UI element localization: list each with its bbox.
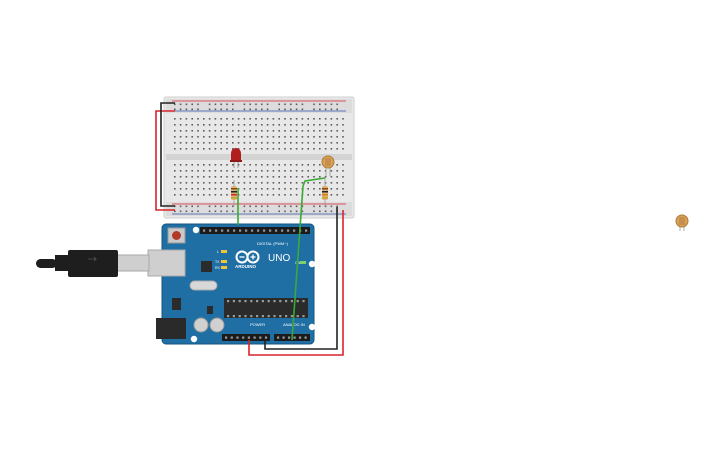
wire-red-5v[interactable] [248,210,344,356]
breadboard-holes [174,103,344,213]
arduino-logo-text: ARDUINO [235,264,256,269]
wire-green-analog[interactable] [291,177,326,341]
wire-black-gnd[interactable] [264,207,338,350]
atmega-chip [224,298,308,318]
usb-chip [201,261,212,272]
resistor-led[interactable] [231,180,237,206]
power-header [222,334,270,341]
digital-pins-label: DIGITAL (PWM~) [257,241,289,246]
led-l-label: L [217,250,219,254]
crystal-oscillator [189,280,218,291]
power-pins-label: POWER [250,322,265,327]
resistor-photoresistor[interactable] [322,178,328,206]
photoresistor-breadboard[interactable] [321,155,335,176]
capacitor-2 [209,317,225,333]
arduino-logo-icon [235,250,260,264]
analog-pins-label: ANALOG IN [283,322,305,327]
usb-port [147,249,186,277]
reset-button[interactable] [172,231,181,240]
rx-label: RX [215,266,221,270]
arduino-uno-board[interactable]: UNO ARDUINO DIGITAL (PWM~) POWER ANALOG … [147,223,316,345]
photoresistor-loose[interactable] [675,214,689,231]
wire-black-left[interactable] [160,102,175,207]
board-model-label: UNO [268,253,290,264]
digital-header [200,227,310,234]
tx-label: TX [215,260,220,264]
wire-red-left[interactable] [155,110,175,211]
breadboard[interactable] [163,96,355,219]
dc-power-jack [156,318,186,339]
wires[interactable] [155,102,344,356]
red-led[interactable] [230,148,242,168]
header-pins [203,229,308,339]
usb-cable[interactable] [36,250,150,277]
capacitor-1 [193,317,209,333]
